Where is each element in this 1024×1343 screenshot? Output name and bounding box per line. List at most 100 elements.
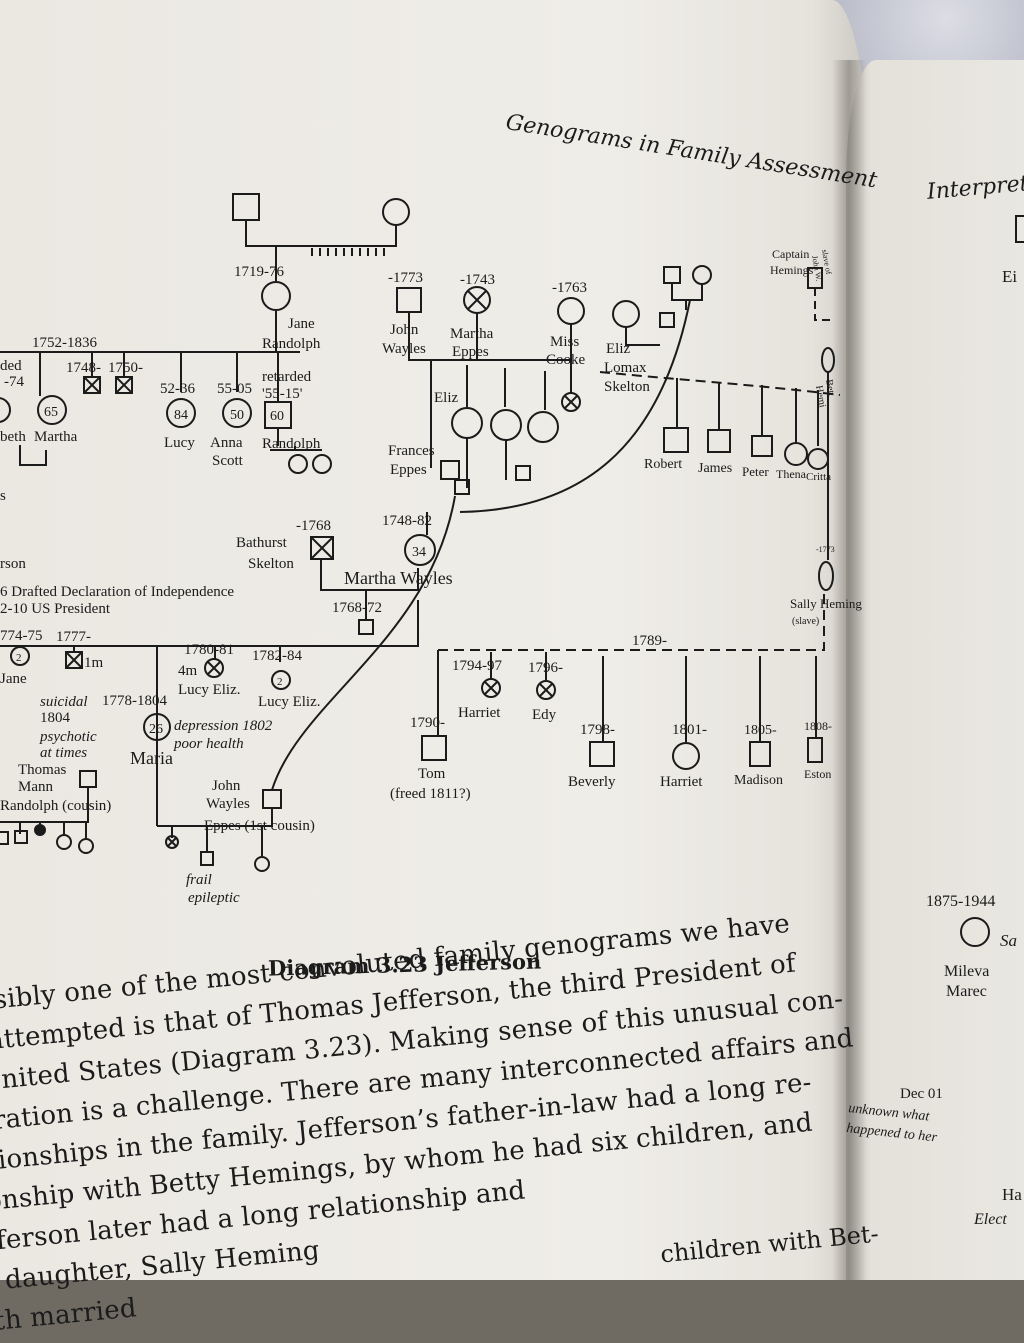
label-1768-72: 1768-72 (332, 600, 382, 616)
eppes-child-square-2 (515, 465, 531, 481)
label-1798: 1798- (580, 722, 615, 738)
skelton-square-2 (659, 312, 675, 328)
label-president: 2-10 US President (0, 601, 111, 617)
age-65: 65 (44, 405, 58, 420)
label-rson: rson (0, 556, 26, 572)
label-eston: Eston (804, 767, 831, 781)
mileva-circle (960, 917, 990, 947)
sib-1748-cross (83, 376, 101, 394)
label-anna-scott: Scott (212, 453, 244, 469)
label-slave-of: slave of (820, 249, 833, 276)
eliz-skelton-line (625, 327, 660, 346)
label-1794-97: 1794-97 (452, 658, 502, 674)
label-eliz: Eliz (434, 390, 458, 406)
age-50: 50 (230, 408, 244, 423)
label-robert: Robert (644, 457, 682, 472)
label-jane: Jane (288, 316, 315, 332)
wayles-marriage-line (408, 312, 572, 361)
label-declaration: 6 Drafted Declaration of Independence (0, 584, 234, 600)
label-james: James (698, 461, 732, 476)
label-frances-eppes: Eppes (390, 462, 427, 478)
right-label-1875: 1875-1944 (926, 893, 995, 910)
label-jane-child: Jane (0, 671, 27, 687)
tmr-child-3 (34, 824, 46, 836)
label-epileptic: epileptic (188, 890, 240, 906)
label-1748-82: 1748-82 (382, 513, 432, 529)
randolph-child-1 (288, 454, 308, 474)
label-1782-84: 1782-84 (252, 648, 302, 664)
child-1777-square (65, 651, 83, 669)
hemings-children-drops (437, 650, 817, 742)
left-page (0, 0, 872, 1280)
right-label-p: p (1009, 955, 1018, 960)
right-page-square (1015, 215, 1024, 243)
label-sally-1773: -1773 (816, 545, 835, 554)
jane-randolph-circle (261, 281, 291, 311)
label-lucy: Lucy (164, 435, 195, 451)
label-poor-health: poor health (173, 736, 244, 752)
tmr-child-2 (14, 830, 28, 844)
label-1777: 1777- (56, 629, 91, 645)
label-beverly: Beverly (568, 774, 616, 790)
label-john-w: John W. (810, 255, 823, 282)
label-cooke: Cooke (546, 352, 586, 368)
label-bathurst: Bathurst (236, 535, 288, 551)
tmr-child-4 (56, 834, 72, 850)
label-1804: 1804 (40, 710, 71, 726)
label-eppes: Eppes (452, 344, 489, 360)
genogram-labels: 1719-76 Jane Randolph 1752-1836 ded -74 … (0, 247, 1018, 960)
label-miss: Miss (550, 334, 579, 350)
label-lomax: Lomax (604, 360, 647, 376)
tom-square (421, 735, 447, 761)
label-1780-81: 1780-81 (184, 642, 234, 658)
label-at-times: at times (40, 745, 87, 761)
randolph-children-line (270, 428, 322, 451)
jefferson-genogram (0, 193, 1024, 947)
maria-child-3 (254, 856, 270, 872)
label-retarded: retarded (262, 369, 312, 385)
wayles-children-drops (430, 360, 572, 468)
label-mann: Mann (18, 779, 53, 795)
label-lucy-eliz-1: Lucy Eliz. (178, 682, 240, 698)
label-randolph: Randolph (262, 436, 321, 452)
label-774-75: 774-75 (0, 628, 43, 644)
label-john: John (390, 322, 419, 338)
sib-1748-square (83, 376, 101, 394)
age-60: 60 (270, 409, 284, 424)
label-1796: 1796- (528, 660, 563, 676)
label-slave: (slave) (792, 616, 819, 627)
cooke-child-cross (564, 395, 578, 409)
martha-eppes-cross (467, 290, 487, 310)
label-suicidal: suicidal (40, 694, 88, 710)
harriet-1-cross (484, 681, 498, 695)
label-hemings: Hemings (770, 263, 814, 277)
age-34: 34 (412, 545, 426, 560)
label-randolph-cousin: Randolph (cousin) (0, 798, 111, 814)
label-harriet-2: Harriet (660, 774, 703, 790)
eston-square (807, 737, 823, 763)
right-label-sa: Sa (1000, 931, 1017, 950)
label-martha-sib: Martha (34, 429, 78, 445)
label-1748: 1748- (66, 360, 101, 376)
label-ded: ded (0, 358, 22, 374)
beth-martha-line (19, 445, 47, 466)
label-edy: Edy (532, 707, 557, 723)
label-lucy-eliz-2: Lucy Eliz. (258, 694, 320, 710)
bathurst-line (320, 560, 419, 591)
label-1789: 1789- (632, 633, 667, 649)
jwe-curve (271, 495, 456, 791)
label-harriet-1: Harriet (458, 705, 501, 721)
sib-1750-square (115, 376, 133, 394)
label-s: s (0, 488, 6, 504)
book-gutter (832, 60, 866, 1280)
label-thena: Thena (776, 467, 807, 481)
label-1743: -1743 (460, 272, 495, 288)
thena-circle (784, 442, 808, 466)
label-thomas: Thomas (18, 762, 66, 778)
label-1752: 1752-1836 (32, 335, 97, 351)
lucy-eliz-2-circle (271, 670, 291, 690)
label-1805: 1805- (744, 723, 777, 738)
label-sally: Sally Heming (790, 596, 862, 611)
label-jwe-wayles: Wayles (206, 796, 250, 812)
maria-jwe-line (157, 808, 273, 856)
